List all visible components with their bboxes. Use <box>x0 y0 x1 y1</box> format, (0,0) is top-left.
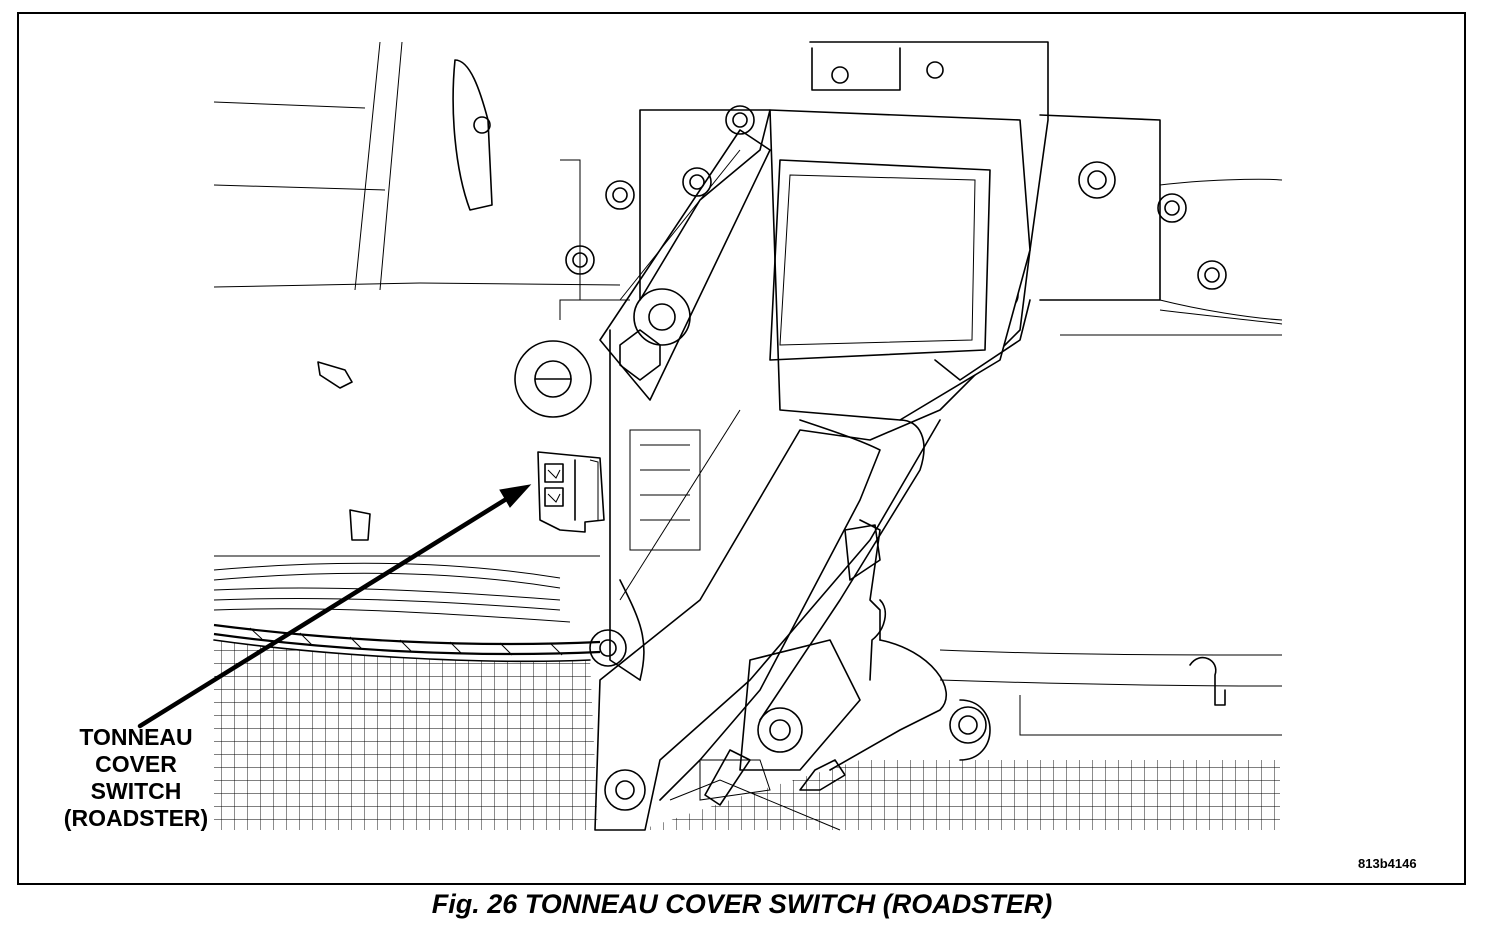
mounting-bolts <box>317 105 1227 744</box>
callout-arrow <box>137 484 532 729</box>
wire-harness <box>213 562 601 656</box>
callout-line-3: SWITCH <box>90 778 182 804</box>
callout-label: TONNEAU COVER SWITCH (ROADSTER) <box>40 724 232 832</box>
callout-line-2: COVER <box>95 751 177 777</box>
callout-line-1: TONNEAU <box>79 724 193 750</box>
figure-id: 813b4146 <box>1358 856 1417 871</box>
tonneau-switch-connector <box>537 451 605 533</box>
mesh-panel <box>213 639 1280 830</box>
figure-caption: Fig. 26 TONNEAU COVER SWITCH (ROADSTER) <box>431 889 1053 919</box>
body-panel-lines <box>213 41 1283 761</box>
hinge-assembly <box>589 41 1049 831</box>
callout-line-4: (ROADSTER) <box>63 805 209 831</box>
